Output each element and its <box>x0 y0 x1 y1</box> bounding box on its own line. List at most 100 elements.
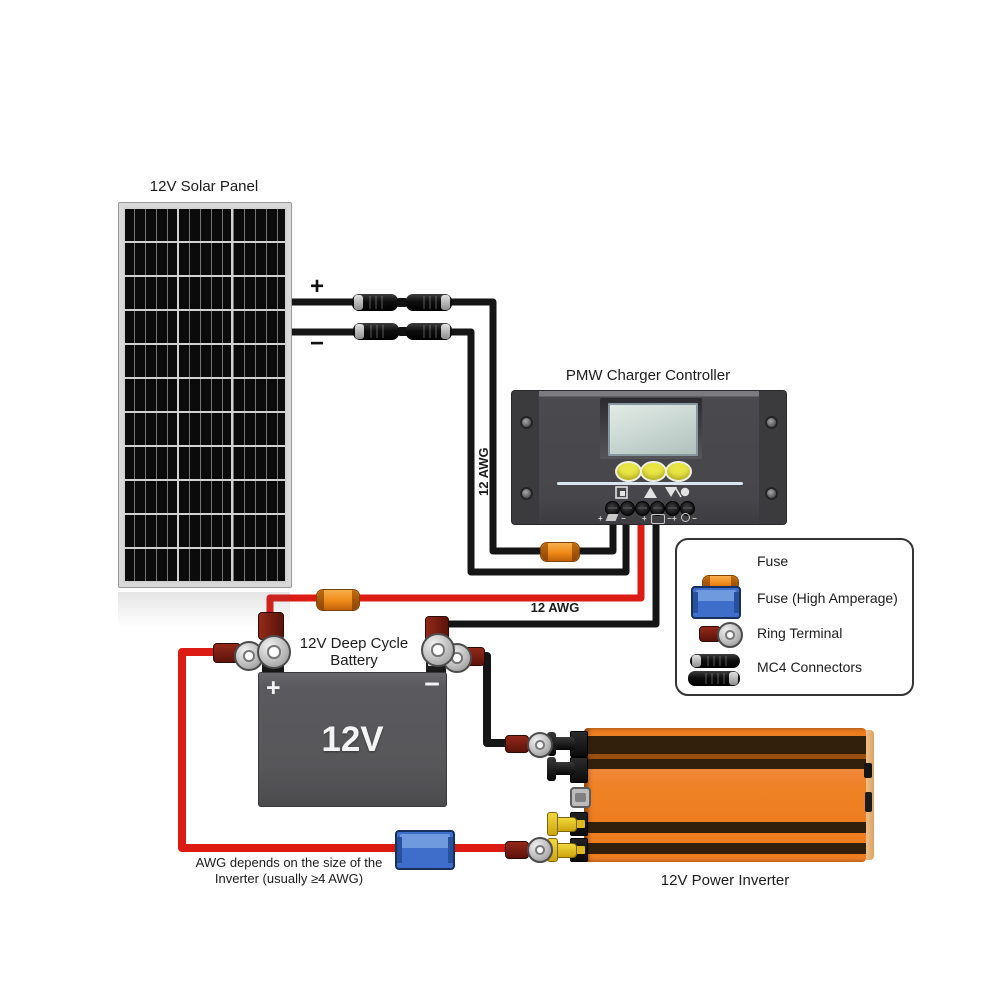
mc4-band <box>441 324 450 339</box>
legend: Fuse Fuse (High Amperage) Ring Terminal … <box>675 538 914 696</box>
ring-hole <box>267 645 281 659</box>
battery-indicator-icon <box>644 487 657 498</box>
wire-controller-battery-positive <box>266 525 645 646</box>
legend-label-mc4-connectors: MC4 Connectors <box>757 659 863 675</box>
mc4-band <box>692 655 701 667</box>
mc4-connector-icon <box>352 294 408 311</box>
terminal-sign: − <box>621 514 626 523</box>
mc4-nose <box>397 327 409 336</box>
legend-label-fuse: Fuse <box>757 553 789 569</box>
solar-negative-sign: − <box>310 330 325 357</box>
solar-wire-awg-label: 12 AWG <box>476 447 491 496</box>
power-inverter <box>584 728 866 862</box>
solar-panel-indicator-icon <box>615 486 628 499</box>
terminal-screw <box>650 501 665 516</box>
inverter-wire-note-line2: Inverter (usually ≥4 AWG) <box>214 871 364 886</box>
fuse-cap <box>572 543 579 561</box>
block-yellow-stripe <box>573 820 585 828</box>
fuse-tab <box>397 837 402 863</box>
solar-panel-title: 12V Solar Panel <box>149 178 259 195</box>
load-indicator-icon <box>665 486 690 498</box>
charge-controller-title: PMW Charger Controller <box>565 367 731 384</box>
fuse-cap <box>731 576 738 590</box>
terminal-screw <box>620 501 635 516</box>
solar-panel-cells <box>123 207 287 583</box>
mc4-connector-icon <box>690 654 740 668</box>
ring-hole <box>535 845 545 855</box>
fuse-tab <box>448 837 453 863</box>
battery: + − 12V <box>258 669 447 807</box>
terminal-sign: − <box>692 514 697 523</box>
battery-title-line1: 12V Deep Cycle <box>299 635 409 652</box>
ring-hole <box>431 643 445 657</box>
fuse-tab <box>734 592 739 613</box>
inverter-outlet-slot <box>865 792 872 812</box>
fuse-cap <box>541 543 548 561</box>
ring-terminal-icon <box>421 633 455 667</box>
wire-battery-inverter-negative <box>468 652 534 747</box>
inverter-power-switch[interactable] <box>864 763 872 778</box>
battery-terminal-mini-icon <box>651 514 665 524</box>
mc4-band <box>354 295 363 310</box>
controller-indicator-icons <box>615 486 690 499</box>
screw-icon <box>520 487 533 500</box>
legend-label-ring-terminal: Ring Terminal <box>757 625 843 641</box>
inverter-remote-port <box>570 787 591 808</box>
legend-label-fuse-high-amperage: Fuse (High Amperage) <box>757 590 898 606</box>
load-terminal-mini-icon <box>681 513 690 522</box>
terminal-screw <box>665 501 680 516</box>
mc4-ridges <box>365 296 385 309</box>
ring-terminal-icon <box>257 635 291 669</box>
fuse-cap <box>703 576 710 590</box>
battery-positive-sign: + <box>266 674 281 702</box>
screw-icon <box>765 487 778 500</box>
battery-voltage-label: 12V <box>321 720 384 759</box>
screw-icon <box>520 416 533 429</box>
battery-negative-sign: − <box>424 669 440 699</box>
block-yellow-stripe <box>573 846 585 854</box>
mc4-band <box>441 295 450 310</box>
controller-button[interactable] <box>640 461 667 482</box>
wire-battery-inverter-positive <box>178 648 534 852</box>
ring-hole <box>725 630 735 640</box>
lcd-screen <box>608 403 698 456</box>
controller-button[interactable] <box>615 461 642 482</box>
fuse-cap <box>352 590 359 610</box>
ring-hole <box>243 650 255 662</box>
terminal-sign: − <box>667 514 672 523</box>
mc4-band <box>729 672 738 685</box>
screw-icon <box>765 416 778 429</box>
mc4-connector-icon <box>406 323 452 340</box>
fuse-icon <box>540 542 580 562</box>
ring-terminal-icon <box>717 622 743 648</box>
fuse-high-amperage-icon <box>691 586 741 619</box>
mc4-connector-icon <box>353 323 409 340</box>
solar-positive-sign: + <box>310 273 325 300</box>
charge-controller: + − + − + − <box>512 391 786 524</box>
terminal-sign: + <box>672 514 677 523</box>
mc4-nose <box>396 298 408 307</box>
stud-head <box>547 812 558 836</box>
stud-head <box>547 757 556 781</box>
fuse-cap <box>317 590 324 610</box>
mc4-ridges <box>366 325 386 338</box>
terminal-screw <box>635 501 650 516</box>
fuse-tab <box>693 592 698 613</box>
fuse-highlight <box>400 834 450 848</box>
port-inner <box>575 793 586 802</box>
ring-terminal-icon <box>527 837 553 863</box>
terminal-sign: + <box>598 514 603 523</box>
mc4-ridges <box>419 325 439 338</box>
fuse-highlight <box>696 590 736 602</box>
mc4-connector-icon <box>406 294 452 311</box>
solar-panel <box>118 202 292 588</box>
inverter-wire-note-line1: AWG depends on the size of the <box>195 855 383 870</box>
ring-terminal-icon <box>527 732 553 758</box>
mc4-connector-icon <box>688 671 740 686</box>
controller-divider <box>557 482 743 485</box>
battery-wire-awg-label: 12 AWG <box>530 600 580 615</box>
fuse-high-amperage-icon <box>395 830 455 870</box>
controller-button[interactable] <box>665 461 692 482</box>
mc4-ridges <box>701 673 727 684</box>
